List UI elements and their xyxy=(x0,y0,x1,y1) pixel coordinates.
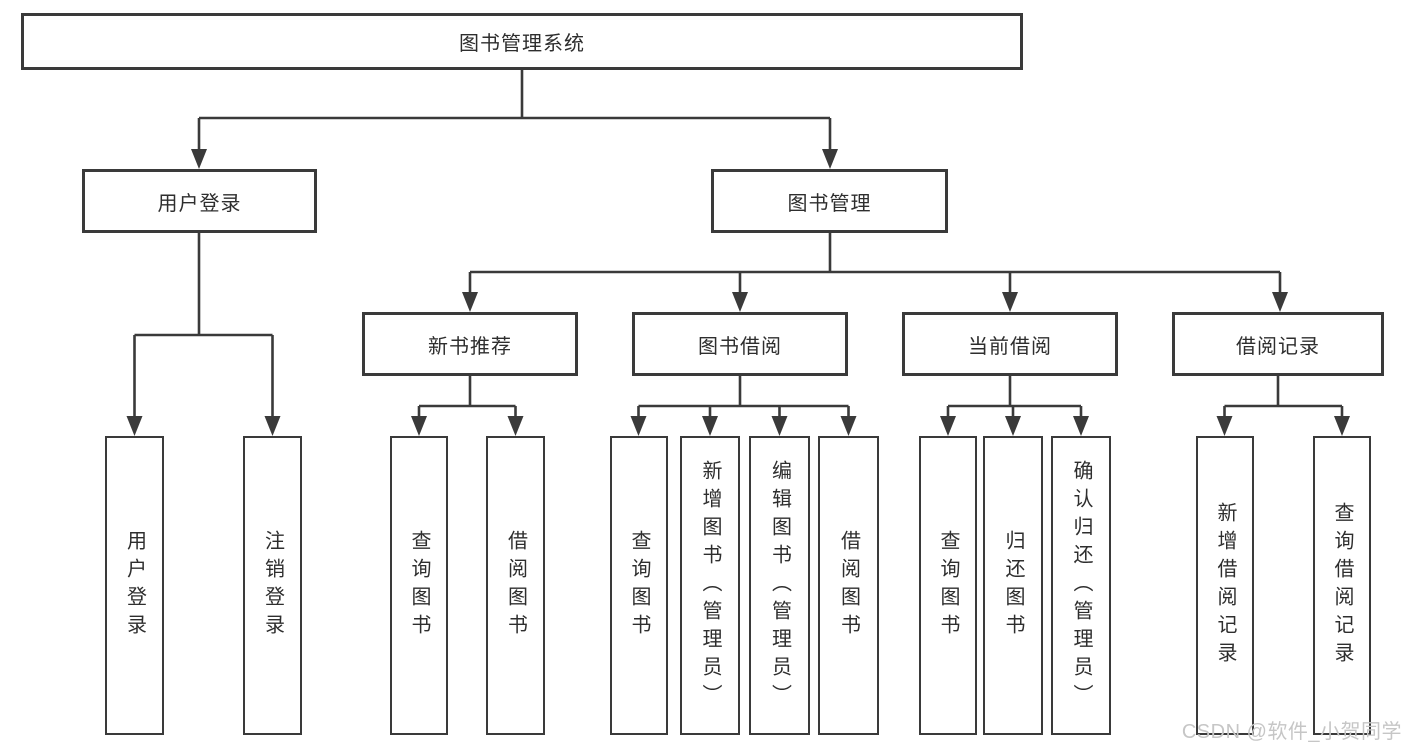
leaf-label: 查询图书 xyxy=(937,529,959,642)
node-label: 当前借阅 xyxy=(968,335,1052,358)
node-book-borrow: 图书借阅 xyxy=(632,312,848,376)
node-user-login: 用户登录 xyxy=(82,169,317,233)
leaf-return-book: 归还图书 xyxy=(983,436,1043,735)
node-label: 用户登录 xyxy=(157,192,242,215)
leaf-label: 用户登录 xyxy=(123,529,146,642)
leaf-label: 查询图书 xyxy=(408,529,430,642)
node-label: 图书管理 xyxy=(787,192,872,215)
leaf-query-borrow-record: 查询借阅记录 xyxy=(1313,436,1371,735)
leaf-label: 借阅图书 xyxy=(504,529,527,642)
leaf-edit-book-admin: 编辑图书（管理员） xyxy=(749,436,810,735)
node-book-management: 图书管理 xyxy=(711,169,948,233)
node-label: 借阅记录 xyxy=(1236,335,1320,358)
node-new-book-recommend: 新书推荐 xyxy=(362,312,578,376)
leaf-query-book-borrow: 查询图书 xyxy=(610,436,668,735)
leaf-label: 确认归还（管理员） xyxy=(1070,459,1092,712)
node-borrow-records: 借阅记录 xyxy=(1172,312,1384,376)
node-current-borrow: 当前借阅 xyxy=(902,312,1118,376)
csdn-watermark: CSDN @软件_小贺同学 xyxy=(1181,721,1402,743)
leaf-add-book-admin: 新增图书（管理员） xyxy=(680,436,740,735)
leaf-add-borrow-record: 新增借阅记录 xyxy=(1196,436,1254,735)
leaf-query-book-recommend: 查询图书 xyxy=(390,436,448,735)
leaf-label: 新增借阅记录 xyxy=(1214,501,1236,670)
leaf-query-book-current: 查询图书 xyxy=(919,436,977,735)
leaf-label: 查询图书 xyxy=(628,529,650,642)
leaf-label: 查询借阅记录 xyxy=(1331,501,1353,670)
leaf-logout: 注销登录 xyxy=(243,436,302,735)
leaf-label: 编辑图书（管理员） xyxy=(768,459,791,712)
leaf-user-login: 用户登录 xyxy=(105,436,164,735)
leaf-label: 借阅图书 xyxy=(837,529,860,642)
leaf-borrow-book-recommend: 借阅图书 xyxy=(486,436,545,735)
leaf-label: 注销登录 xyxy=(261,529,284,642)
node-system-root: 图书管理系统 xyxy=(21,13,1023,70)
leaf-borrow-book: 借阅图书 xyxy=(818,436,879,735)
node-label: 图书借阅 xyxy=(698,335,782,358)
node-label: 新书推荐 xyxy=(428,335,512,358)
leaf-confirm-return-admin: 确认归还（管理员） xyxy=(1051,436,1111,735)
node-label: 图书管理系统 xyxy=(459,33,585,55)
leaf-label: 归还图书 xyxy=(1002,529,1024,642)
leaf-label: 新增图书（管理员） xyxy=(699,459,721,712)
